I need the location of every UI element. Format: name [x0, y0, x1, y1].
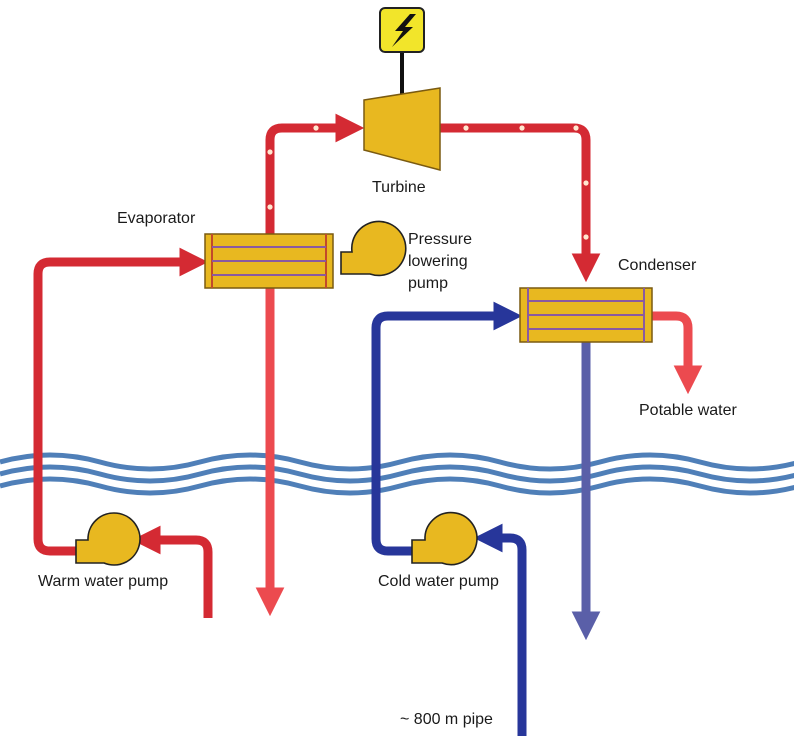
cold-water-pump	[411, 511, 478, 566]
pipe-depth-label: ~ 800 m pipe	[400, 711, 493, 728]
lightning-bolt-icon	[392, 14, 416, 47]
cold-water-pump-label: Cold water pump	[378, 573, 499, 590]
warm-supply-pipe	[33, 247, 209, 556]
ocean-waves	[0, 452, 794, 496]
wave-line-1	[0, 452, 794, 472]
cold-supply-pipe	[371, 301, 523, 556]
warm-water-pump-label: Warm water pump	[38, 573, 168, 590]
vapor-flow-dots	[267, 125, 589, 240]
turbine	[363, 87, 441, 171]
turbine-label: Turbine	[372, 179, 426, 196]
generator	[379, 7, 425, 53]
pressure-pump-label-line1: Pressure	[408, 231, 472, 248]
warm-intake-pipe	[131, 525, 213, 618]
cold-intake-pipe	[473, 523, 527, 736]
pressure-lowering-pump	[340, 220, 407, 277]
wave-line-3	[0, 476, 794, 496]
evaporator-label: Evaporator	[117, 210, 196, 227]
warm-water-pump	[75, 512, 141, 566]
evaporator-heat-exchanger	[204, 233, 334, 289]
condenser-heat-exchanger	[519, 287, 653, 343]
potable-water-label: Potable water	[639, 402, 738, 419]
wave-line-2	[0, 464, 794, 484]
vapor-to-turbine-pipe	[265, 113, 365, 234]
condenser-label: Condenser	[618, 257, 697, 274]
pressure-pump-label-line2: lowering	[408, 253, 468, 270]
potable-water-pipe	[652, 311, 703, 395]
pressure-pump-label-line3: pump	[408, 275, 448, 292]
